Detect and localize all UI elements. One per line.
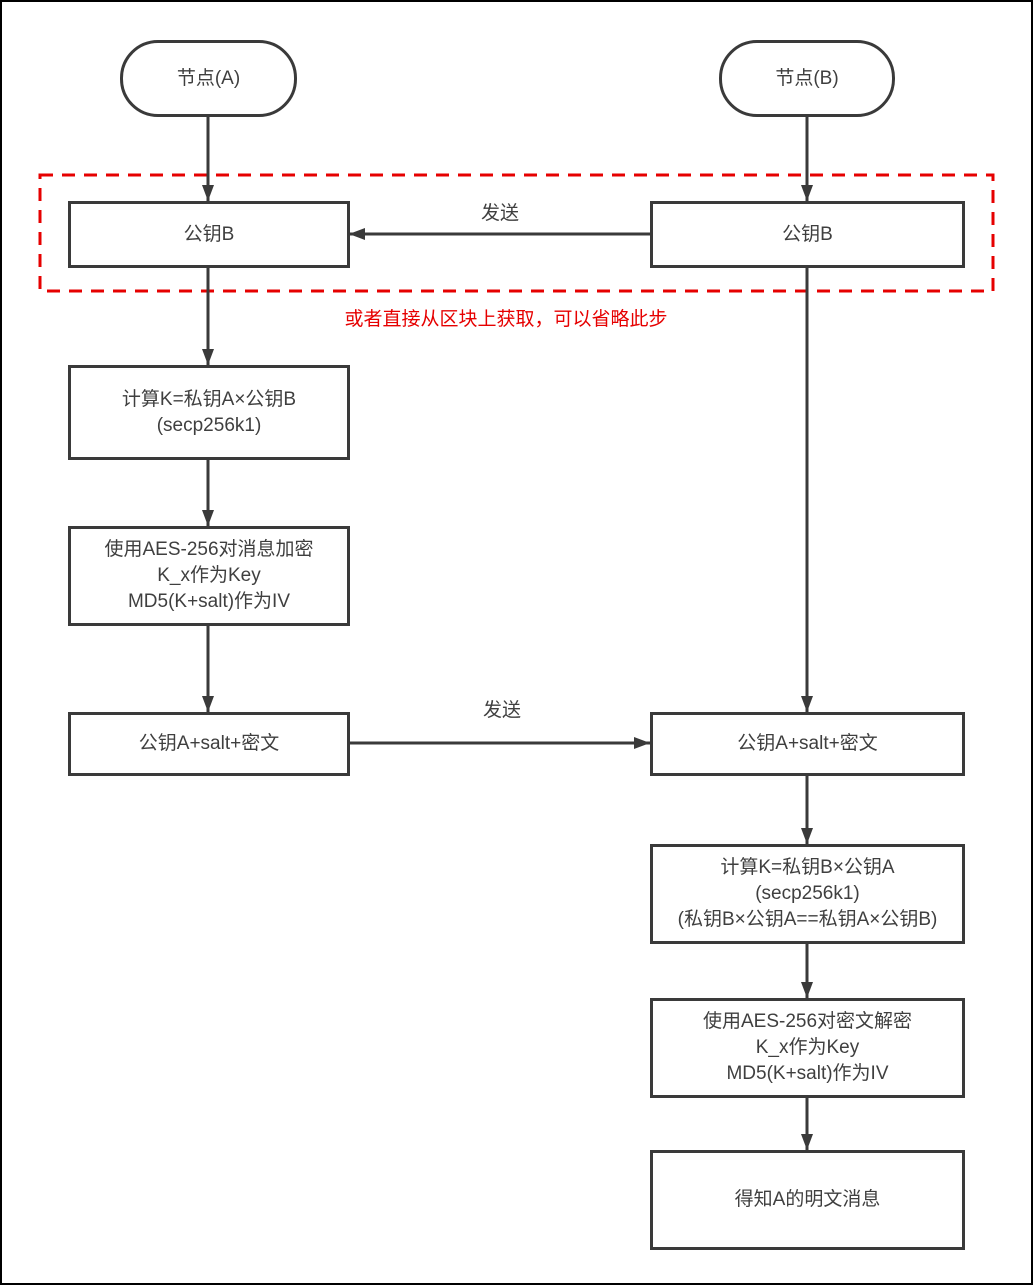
- payload-right-box: 公钥A+salt+密文: [650, 712, 965, 776]
- node-a-terminal: 节点(A): [120, 40, 297, 117]
- aes-encrypt-box: 使用AES-256对消息加密 K_x作为Key MD5(K+salt)作为IV: [68, 526, 350, 626]
- calc-k-node-a-box: 计算K=私钥A×公钥B (secp256k1): [68, 365, 350, 460]
- send-label-bottom: 发送: [478, 700, 526, 722]
- optional-note: 或者直接从区块上获取，可以省略此步: [344, 309, 668, 330]
- pubkey-b-left-box: 公钥B: [68, 201, 350, 268]
- calc-k-node-b-box: 计算K=私钥B×公钥A (secp256k1) (私钥B×公钥A==私钥A×公钥…: [650, 844, 965, 944]
- pubkey-b-right-box: 公钥B: [650, 201, 965, 268]
- send-label-top: 发送: [476, 203, 524, 225]
- node-b-terminal: 节点(B): [719, 40, 895, 117]
- aes-decrypt-box: 使用AES-256对密文解密 K_x作为Key MD5(K+salt)作为IV: [650, 998, 965, 1098]
- payload-left-box: 公钥A+salt+密文: [68, 712, 350, 776]
- result-plaintext-box: 得知A的明文消息: [650, 1150, 965, 1250]
